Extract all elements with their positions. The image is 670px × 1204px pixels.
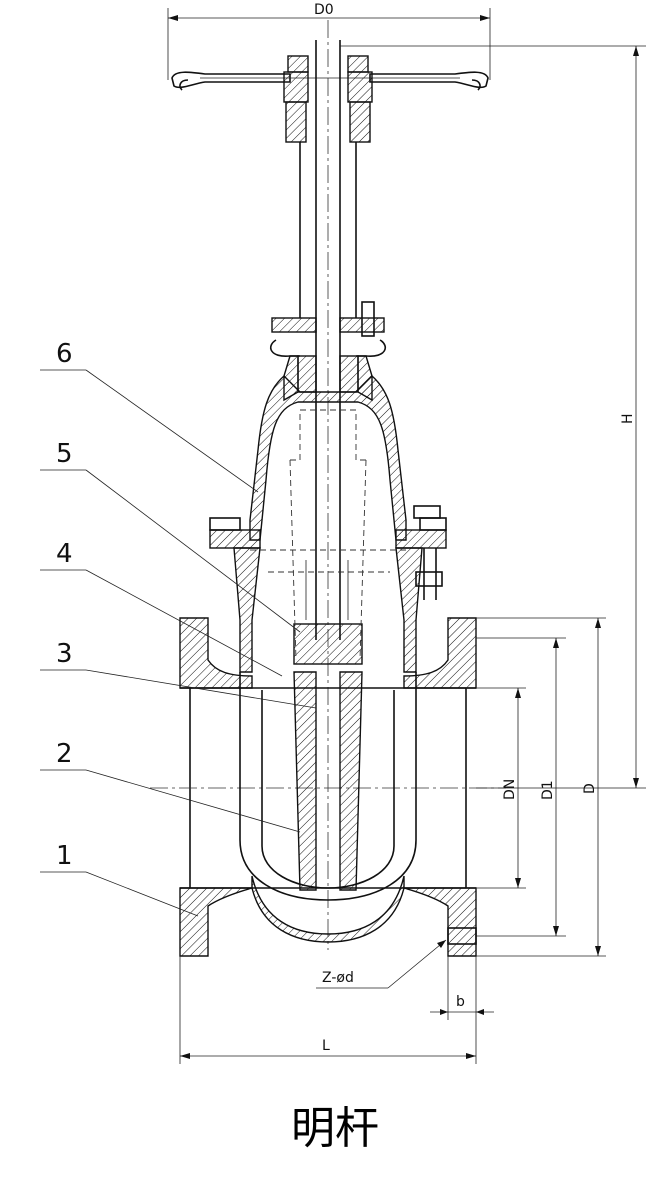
gate-wedge: [250, 409, 410, 891]
dimension-lines: [167, 8, 646, 1064]
part-leaders: [40, 369, 317, 917]
dim-l: L: [322, 1038, 330, 1054]
yoke-nut: [283, 55, 373, 318]
dimension-labels: D0 H DN D1 D Z-ød b L: [314, 2, 636, 1054]
dim-d: D: [582, 783, 598, 794]
part-label-1: 1: [56, 841, 73, 871]
dim-b: b: [456, 994, 465, 1010]
part-label-4: 4: [56, 539, 73, 569]
part-label-3: 3: [56, 639, 73, 669]
handwheel: [171, 71, 489, 91]
drawing-caption: 明杆: [291, 1103, 379, 1154]
part-label-6: 6: [56, 339, 73, 369]
valve-stem: [315, 20, 341, 950]
part-label-5: 5: [56, 439, 73, 469]
dim-d1: D1: [540, 780, 556, 800]
part-label-2: 2: [56, 739, 73, 769]
dim-d0: D0: [314, 2, 334, 18]
valve-body: [150, 547, 506, 957]
dim-bolt: Z-ød: [322, 970, 354, 986]
dim-h: H: [620, 413, 636, 424]
dim-dn: DN: [502, 779, 518, 800]
part-labels: 6 5 4 3 2 1: [56, 339, 73, 871]
